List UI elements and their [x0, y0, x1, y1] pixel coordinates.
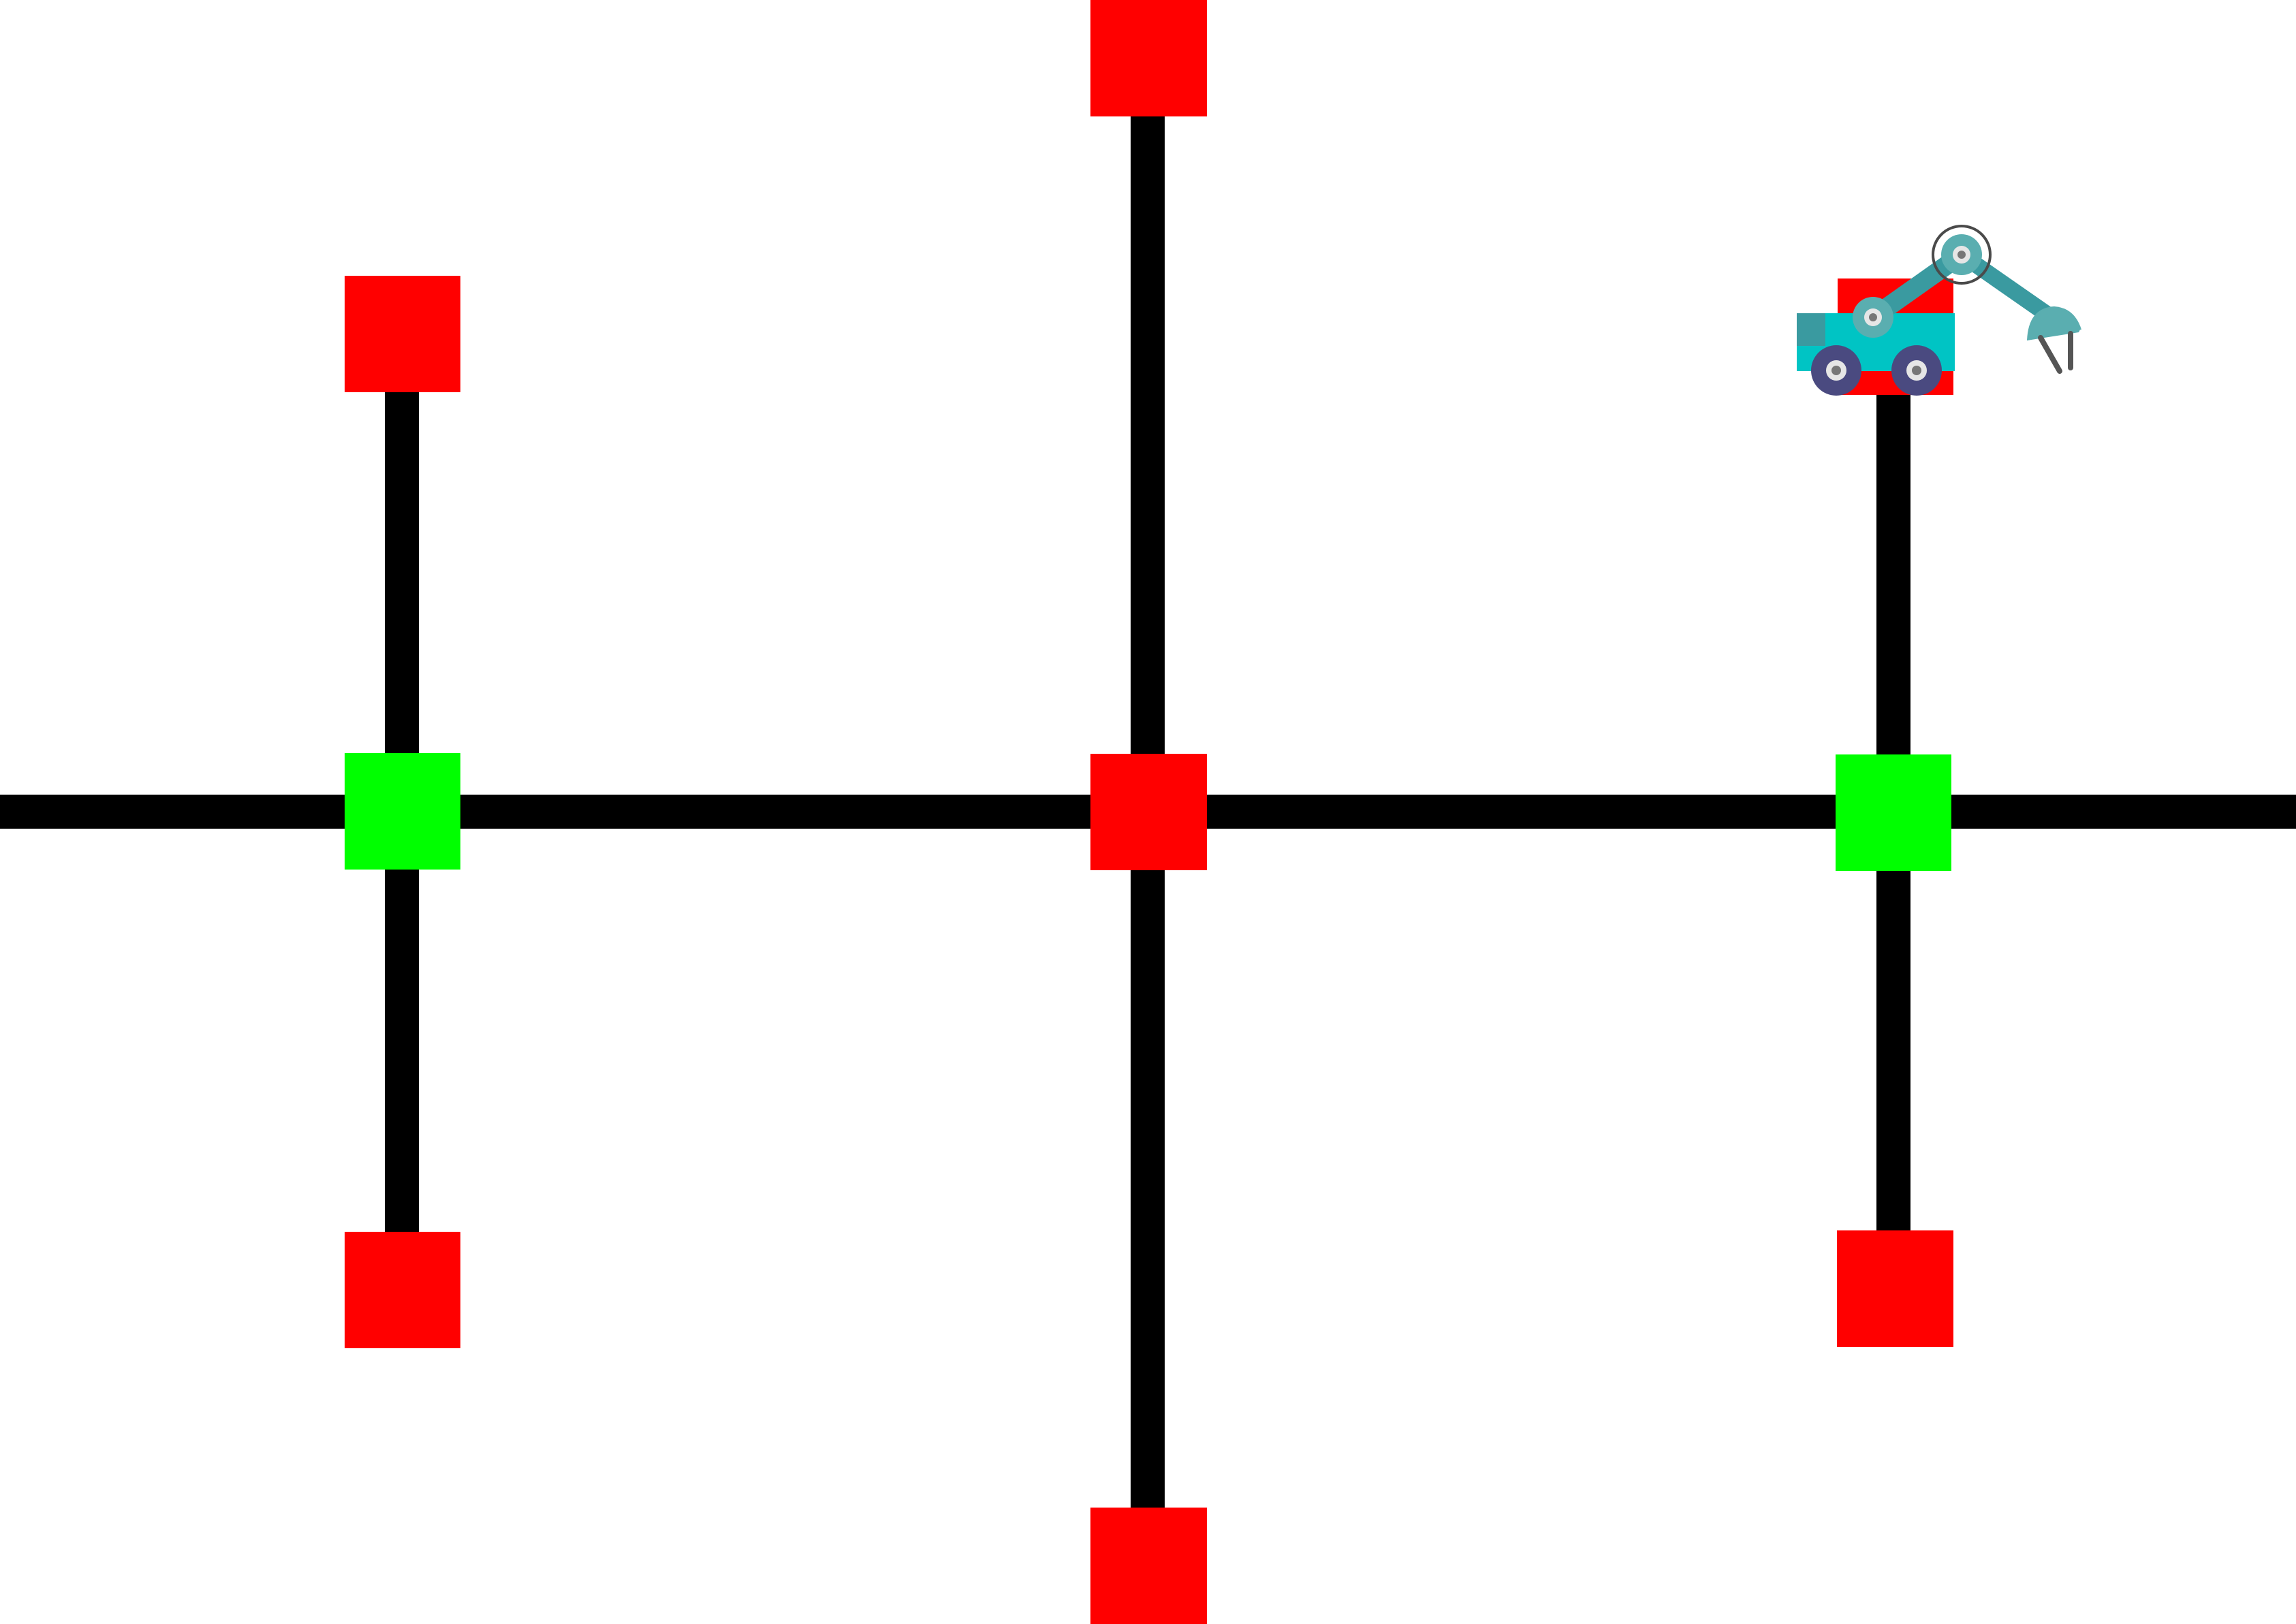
robot-arm-base-joint-core	[1869, 313, 1877, 321]
node-left-top[interactable]	[345, 276, 460, 392]
node-right-center[interactable]	[1836, 754, 1951, 871]
robot-cabin	[1797, 313, 1825, 346]
node-layer	[345, 0, 1953, 1624]
node-right-bottom[interactable]	[1837, 1230, 1953, 1347]
node-left-bottom[interactable]	[345, 1232, 460, 1348]
robot-gripper-head-fill	[2027, 306, 2081, 340]
node-middle-bottom[interactable]	[1090, 1508, 1207, 1624]
robot-arm-vehicle-icon	[1797, 225, 2081, 396]
node-middle-center[interactable]	[1090, 754, 1207, 870]
node-left-center[interactable]	[345, 753, 460, 870]
robot-gripper-finger-left	[2038, 335, 2062, 374]
robot-arm-elbow-core	[1957, 251, 1966, 259]
robot-arm-elbow-ring	[1932, 225, 1992, 285]
robot-wheel-rear-cap	[1912, 366, 1921, 375]
node-middle-top[interactable]	[1090, 0, 1207, 116]
robot-wheel-front-cap	[1831, 366, 1841, 375]
